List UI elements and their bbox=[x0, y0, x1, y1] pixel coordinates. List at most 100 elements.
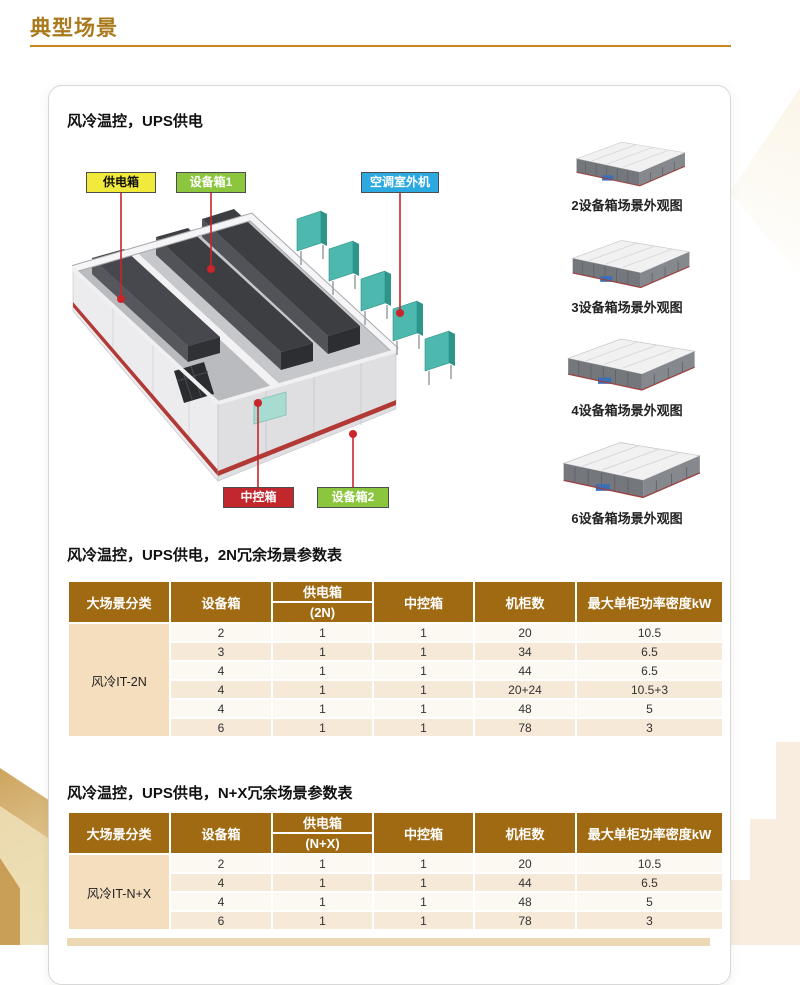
cell: 1 bbox=[374, 700, 473, 717]
col-header: 设备箱 bbox=[171, 813, 271, 853]
cell: 4 bbox=[171, 700, 271, 717]
table-nx-parameters: 大场景分类 设备箱 供电箱 中控箱 机柜数 最大单柜功率密度kW (N+X) 风… bbox=[67, 811, 724, 931]
callout-leader-lines bbox=[120, 193, 401, 487]
thumbnail-2box-caption: 2设备箱场景外观图 bbox=[571, 198, 683, 213]
cell: 3 bbox=[577, 912, 722, 929]
table-row: 4 1 1 20+24 10.5+3 bbox=[69, 681, 722, 698]
col-subheader-2n: (2N) bbox=[273, 603, 372, 622]
cell: 1 bbox=[273, 624, 372, 641]
table-row: 风冷IT-N+X 2 1 1 20 10.5 bbox=[69, 855, 722, 929]
callout-power-box: 供电箱 bbox=[86, 172, 156, 193]
col-header: 大场景分类 bbox=[69, 582, 169, 622]
table1-title: 风冷温控，UPS供电，2N冗余场景参数表 bbox=[67, 547, 343, 564]
cell: 1 bbox=[374, 624, 473, 641]
cell: 78 bbox=[475, 719, 575, 736]
cell: 1 bbox=[273, 874, 372, 891]
cell: 1 bbox=[374, 874, 473, 891]
cell: 20+24 bbox=[475, 681, 575, 698]
cell: 3 bbox=[171, 643, 271, 660]
col-header: 机柜数 bbox=[475, 582, 575, 622]
thumbnail-2box: 2设备箱场景外观图 bbox=[527, 136, 727, 214]
thumbnail-3box: 3设备箱场景外观图 bbox=[527, 234, 727, 316]
cell: 3 bbox=[577, 719, 722, 736]
table-row: 6 1 1 78 3 bbox=[69, 719, 722, 736]
thumbnail-4box-image bbox=[566, 338, 696, 391]
table-row: 风冷IT-2N 2 1 1 20 10.5 bbox=[69, 624, 722, 736]
cell: 6 bbox=[171, 719, 271, 736]
table-row: 4 1 1 44 6.5 bbox=[69, 874, 722, 891]
group-label: 风冷IT-N+X bbox=[69, 855, 169, 929]
cell: 4 bbox=[171, 662, 271, 679]
cell: 1 bbox=[273, 643, 372, 660]
cell: 1 bbox=[273, 719, 372, 736]
cell: 2 bbox=[171, 855, 271, 872]
cell: 2 bbox=[171, 624, 271, 641]
cell: 1 bbox=[273, 893, 372, 910]
callout-control-box: 中控箱 bbox=[223, 487, 294, 508]
cell: 6.5 bbox=[577, 874, 722, 891]
callout-ac-outdoor: 空调室外机 bbox=[361, 172, 439, 193]
cell: 48 bbox=[475, 700, 575, 717]
cell: 1 bbox=[273, 855, 372, 872]
col-header: 供电箱 bbox=[273, 582, 372, 601]
cell: 6 bbox=[171, 912, 271, 929]
cell: 5 bbox=[577, 700, 722, 717]
cell: 1 bbox=[374, 855, 473, 872]
cell: 10.5+3 bbox=[577, 681, 722, 698]
thumbnail-6box-caption: 6设备箱场景外观图 bbox=[571, 511, 683, 526]
cell: 48 bbox=[475, 893, 575, 910]
col-subheader-nx: (N+X) bbox=[273, 834, 372, 853]
callout-equip-box2: 设备箱2 bbox=[317, 487, 389, 508]
table2-title: 风冷温控，UPS供电，N+X冗余场景参数表 bbox=[67, 785, 353, 802]
container-isometric-illustration bbox=[71, 193, 455, 487]
ac-units bbox=[296, 210, 455, 385]
decor-top-right bbox=[730, 88, 800, 278]
cell: 4 bbox=[171, 681, 271, 698]
cell: 10.5 bbox=[577, 855, 722, 872]
cell: 1 bbox=[273, 662, 372, 679]
cell: 1 bbox=[374, 719, 473, 736]
col-header: 大场景分类 bbox=[69, 813, 169, 853]
table-row: 4 1 1 48 5 bbox=[69, 700, 722, 717]
cell: 1 bbox=[374, 681, 473, 698]
cell: 6.5 bbox=[577, 643, 722, 660]
decor-bottom-left-dark bbox=[0, 858, 20, 945]
table-row: 4 1 1 48 5 bbox=[69, 893, 722, 910]
page-title: 典型场景 bbox=[30, 17, 118, 40]
col-header: 最大单柜功率密度kW bbox=[577, 813, 722, 853]
next-section-edge bbox=[67, 938, 710, 946]
thumbnail-3box-image bbox=[571, 240, 691, 289]
cell: 6.5 bbox=[577, 662, 722, 679]
col-header: 中控箱 bbox=[374, 813, 473, 853]
cell: 34 bbox=[475, 643, 575, 660]
col-header: 最大单柜功率密度kW bbox=[577, 582, 722, 622]
thumbnail-4box-caption: 4设备箱场景外观图 bbox=[571, 403, 683, 418]
page: { "page": { "title": "典型场景", "accent_col… bbox=[0, 17, 800, 985]
table-row: 3 1 1 34 6.5 bbox=[69, 643, 722, 660]
cell: 1 bbox=[273, 681, 372, 698]
cell: 78 bbox=[475, 912, 575, 929]
thumbnail-6box-image bbox=[562, 442, 702, 499]
thumbnail-3box-caption: 3设备箱场景外观图 bbox=[571, 300, 683, 315]
cell: 44 bbox=[475, 874, 575, 891]
col-header: 中控箱 bbox=[374, 582, 473, 622]
cell: 20 bbox=[475, 624, 575, 641]
group-label: 风冷IT-2N bbox=[69, 624, 169, 736]
content-card: 风冷温控，UPS供电 供电箱 设备箱1 空调室外机 中控箱 设备箱2 bbox=[48, 85, 731, 985]
table-2n-parameters: 大场景分类 设备箱 供电箱 中控箱 机柜数 最大单柜功率密度kW (2N) 风冷… bbox=[67, 580, 724, 738]
cell: 10.5 bbox=[577, 624, 722, 641]
cell: 4 bbox=[171, 874, 271, 891]
cell: 44 bbox=[475, 662, 575, 679]
cell: 1 bbox=[374, 912, 473, 929]
cell: 1 bbox=[374, 643, 473, 660]
thumbnail-2box-image bbox=[575, 141, 687, 187]
col-header: 机柜数 bbox=[475, 813, 575, 853]
callout-equip-box1: 设备箱1 bbox=[176, 172, 246, 193]
col-header: 供电箱 bbox=[273, 813, 372, 832]
cell: 1 bbox=[273, 912, 372, 929]
cell: 4 bbox=[171, 893, 271, 910]
cell: 20 bbox=[475, 855, 575, 872]
scene-subtitle: 风冷温控，UPS供电 bbox=[67, 113, 203, 130]
table-row: 4 1 1 44 6.5 bbox=[69, 662, 722, 679]
thumbnail-4box: 4设备箱场景外观图 bbox=[527, 332, 727, 419]
